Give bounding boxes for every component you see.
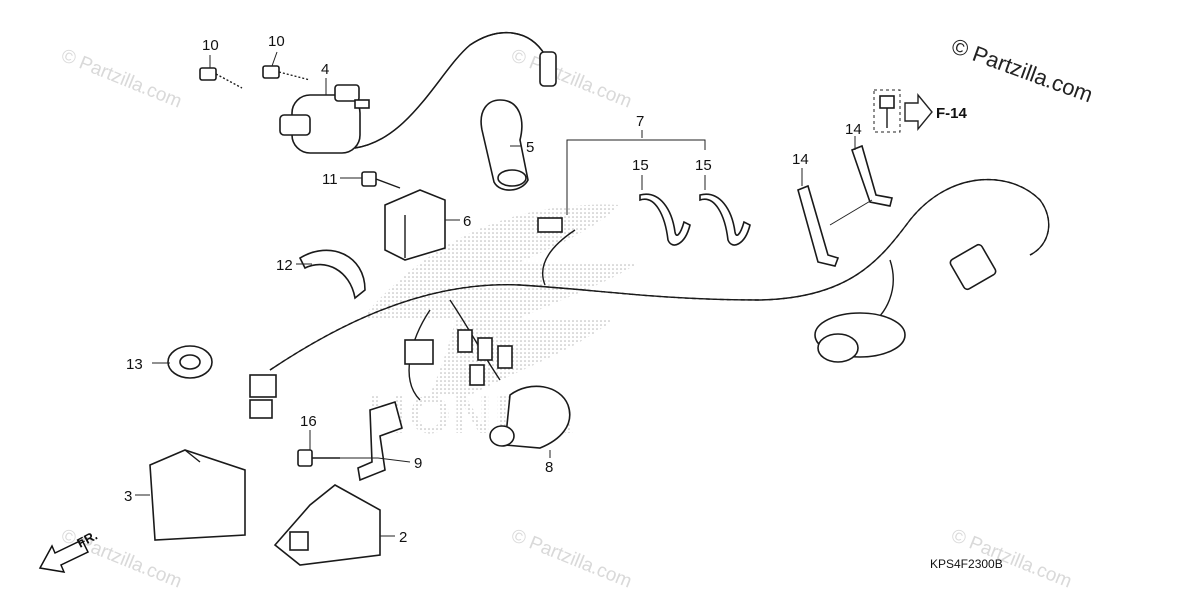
callout-15[interactable]: 15 xyxy=(695,157,712,174)
condenser-part-8 xyxy=(489,385,571,449)
clamp-part-15-right xyxy=(699,193,751,246)
stay-part-14-left xyxy=(797,184,840,267)
cdi-unit-part-3 xyxy=(149,449,246,541)
clip-part-13 xyxy=(167,345,213,379)
watermark-text: © Partzilla.com xyxy=(58,45,185,112)
spark-plug-cap-part-5 xyxy=(480,99,529,191)
stay-part-14-right xyxy=(850,144,893,207)
callout-9[interactable]: 9 xyxy=(414,455,422,472)
callout-14[interactable]: 14 xyxy=(845,121,862,138)
callout-12[interactable]: 12 xyxy=(276,257,293,274)
rubber-mount-part-2 xyxy=(273,484,381,566)
callout-8[interactable]: 8 xyxy=(545,459,553,476)
callout-2[interactable]: 2 xyxy=(399,529,407,546)
callout-13[interactable]: 13 xyxy=(126,356,143,373)
callout-6[interactable]: 6 xyxy=(463,213,471,230)
callout-5[interactable]: 5 xyxy=(526,139,534,156)
bolt-part-10-right xyxy=(262,65,311,81)
band-part-12 xyxy=(298,249,366,300)
relay-part-6 xyxy=(384,189,446,261)
leader-lines xyxy=(135,51,873,537)
diagram-code: KPS4F2300B xyxy=(930,557,1003,571)
bolt-part-16 xyxy=(297,449,340,467)
wire-harness-main xyxy=(249,178,1050,419)
arrow-down-left-icon xyxy=(38,539,90,573)
watermark-text: © Partzilla.com xyxy=(508,45,635,112)
callout-3[interactable]: 3 xyxy=(124,488,132,505)
watermark-text: © Partzilla.com xyxy=(508,525,635,592)
copyright-text: © Partzilla.com xyxy=(948,33,1096,107)
callout-14[interactable]: 14 xyxy=(792,151,809,168)
callout-10[interactable]: 10 xyxy=(268,33,285,50)
callout-7[interactable]: 7 xyxy=(636,113,644,130)
reference-f14[interactable]: F-14 xyxy=(936,105,968,122)
screw-part-11 xyxy=(361,171,401,189)
callout-15[interactable]: 15 xyxy=(632,157,649,174)
bolt-part-10-left xyxy=(199,67,243,89)
callout-4[interactable]: 4 xyxy=(321,61,329,78)
callout-10[interactable]: 10 xyxy=(202,37,219,54)
honda-wing-shape xyxy=(360,204,640,395)
bracket-part-9 xyxy=(357,400,403,482)
callout-labels: 10 10 4 5 11 6 12 13 7 15 15 14 14 16 9 … xyxy=(124,33,862,546)
bolt-near-f14 xyxy=(873,89,901,133)
arrow-right-icon xyxy=(904,93,933,131)
clamp-part-15-left xyxy=(639,193,691,246)
callout-11[interactable]: 11 xyxy=(322,171,338,188)
callout-16[interactable]: 16 xyxy=(300,413,317,430)
